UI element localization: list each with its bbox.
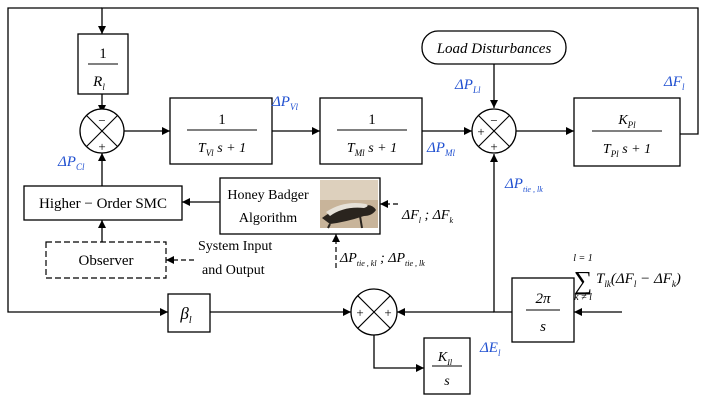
honey-badger-image (320, 180, 378, 229)
label-delta-pvl: ΔPVl (271, 94, 298, 112)
power-num: KPl (617, 113, 636, 130)
governor-den: TVl s + 1 (198, 141, 246, 158)
io-line2: and Output (202, 263, 265, 278)
observer-block: Observer (45, 241, 167, 279)
governor-block: 1 TVl s + 1 (169, 97, 273, 165)
power-system-block: KPl TPl s + 1 (573, 97, 681, 167)
beta-label: βl (179, 304, 191, 326)
observer-label: Observer (79, 253, 134, 269)
label-delta-pll: ΔPLl (454, 77, 481, 95)
wire-feedback-top (98, 7, 699, 135)
turbine-den: TMl s + 1 (347, 141, 397, 158)
label-delta-pml: ΔPMl (426, 140, 455, 158)
formula-lower: k ≠ l (574, 292, 592, 303)
smc-block: Higher − Order SMC (23, 185, 183, 221)
io-line1: System Input (198, 239, 272, 254)
label-delta-pcl: ΔPCl (57, 154, 85, 172)
formula-sigma: ∑ (574, 266, 593, 295)
load-label: Load Disturbances (436, 41, 552, 57)
label-delta-el: ΔEl (479, 340, 501, 358)
sum1-bottom-sign: + (98, 139, 105, 154)
turbine-num: 1 (368, 112, 376, 128)
hba-line1: Honey Badger (227, 188, 309, 203)
label-delta-ptie: ΔPtie , lk (504, 176, 543, 194)
hba-block: Honey Badger Algorithm (219, 177, 381, 235)
sum3-right-sign: + (384, 305, 391, 320)
formula-body: Tlk(ΔFl − ΔFk) (596, 271, 681, 289)
smc-label: Higher − Order SMC (39, 196, 167, 212)
hba-line2: Algorithm (239, 211, 297, 226)
turbine-block: 1 TMl s + 1 (319, 97, 423, 165)
formula-upper: l = 1 (573, 253, 593, 264)
tie-den: s (540, 319, 546, 335)
sum-junction-1: − + (79, 108, 125, 154)
sum3-left-sign: + (356, 305, 363, 320)
sum-junction-3: + + (350, 288, 398, 336)
sum2-top-sign: − (490, 113, 497, 128)
sum2-left-sign: + (477, 124, 484, 139)
droop-den: Rl (92, 74, 105, 92)
signal-labels: ΔPVl ΔPMl ΔPCl ΔPLl ΔFl ΔPtie , lk ΔEl (57, 74, 685, 358)
sum2-bottom-sign: + (490, 139, 497, 154)
ace-integrator-block: KIl s (423, 337, 471, 395)
freq-pair-annotation: ΔFl ; ΔFk (401, 208, 453, 225)
beta-block: βl (167, 293, 211, 333)
governor-num: 1 (218, 112, 226, 128)
sum-junction-2: − + + (471, 108, 517, 154)
load-disturbance-block: Load Disturbances (421, 30, 567, 65)
tie-sum-formula: l = 1 ∑ k ≠ l Tlk(ΔFl − ΔFk) (573, 253, 681, 303)
sum1-top-sign: − (98, 113, 105, 128)
tie-integrator-block: 2π s (511, 277, 575, 343)
wire-sum3-to-ace (373, 335, 424, 372)
tie-num: 2π (535, 291, 551, 307)
ace-den: s (444, 374, 450, 389)
label-delta-fl: ΔFl (663, 74, 685, 92)
signal-wires (7, 7, 699, 372)
droop-num: 1 (99, 46, 107, 62)
droop-block: 1 Rl (77, 33, 129, 95)
wire-feedback-to-beta (7, 7, 168, 316)
ace-num: KIl (437, 350, 453, 367)
power-den: TPl s + 1 (603, 142, 651, 159)
tie-pair-annotation: ΔPtie , kl ; ΔPtie , lk (339, 251, 425, 268)
